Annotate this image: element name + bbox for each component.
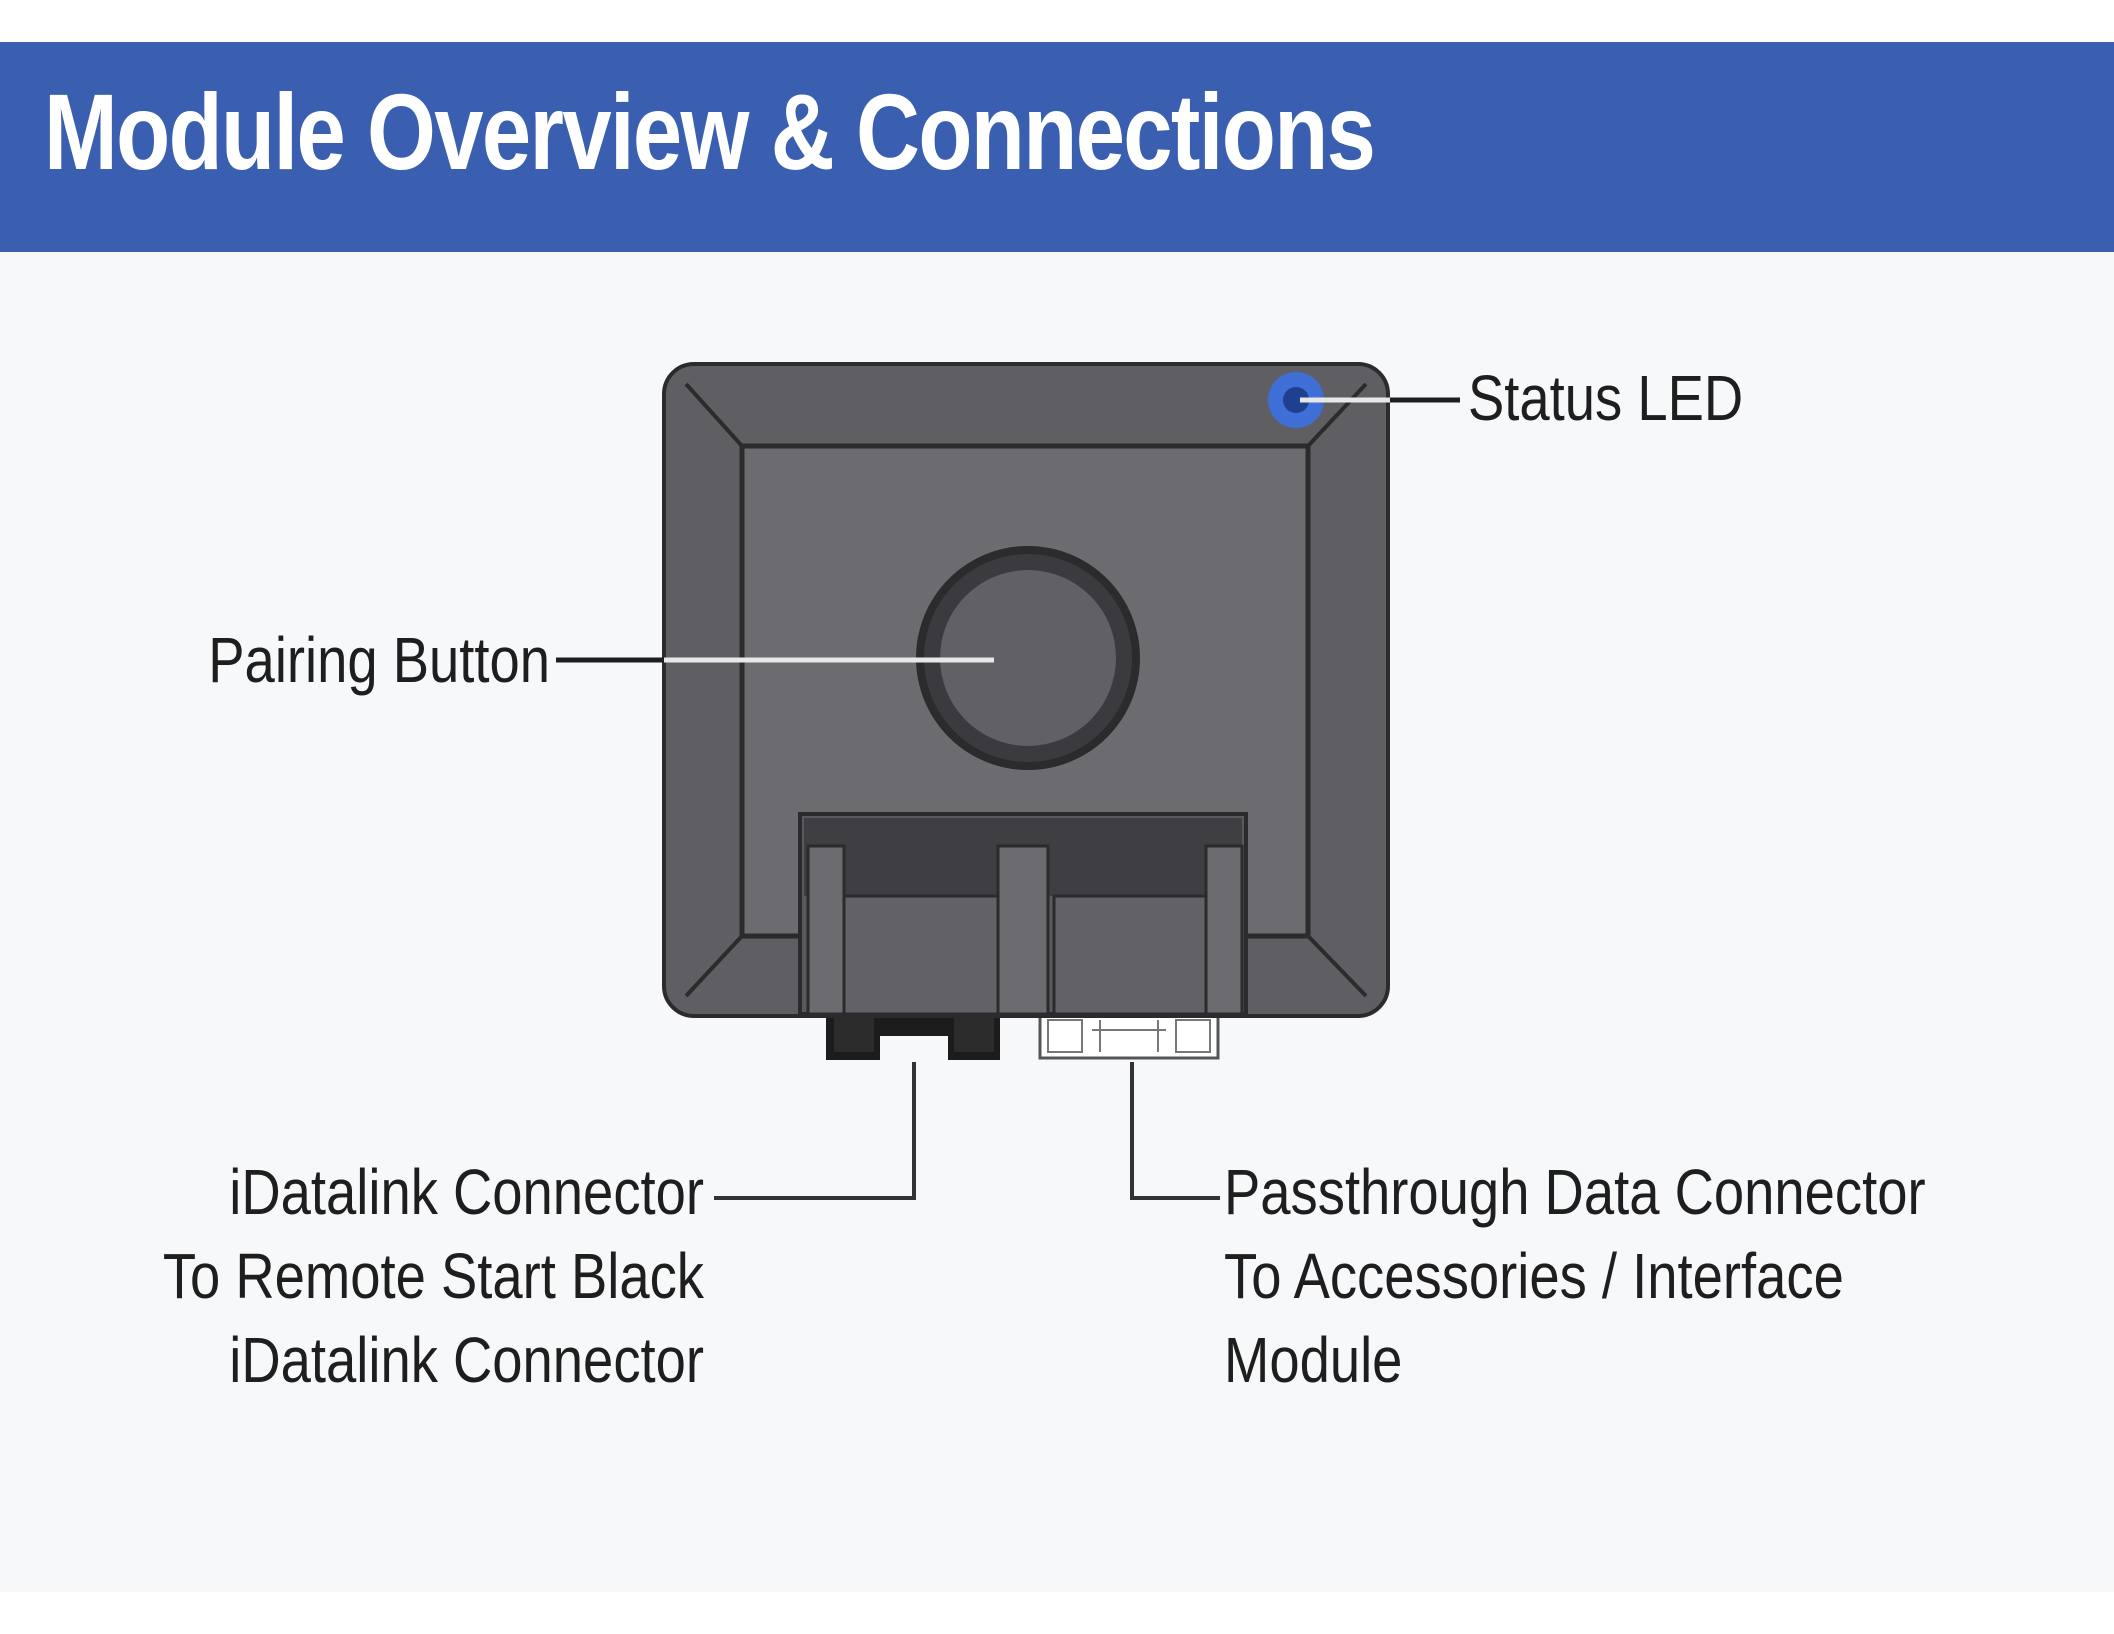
passthrough-leader bbox=[1132, 1062, 1220, 1198]
bottom-margin bbox=[0, 1592, 2114, 1634]
connector-recess bbox=[800, 814, 1246, 1014]
passthrough-connector-plug bbox=[1040, 1012, 1218, 1058]
status-led-label: Status LED bbox=[1468, 356, 1792, 440]
pairing-button-label: Pairing Button bbox=[120, 618, 550, 702]
passthrough-connector-label: Passthrough Data Connector To Accessorie… bbox=[1224, 1150, 2049, 1402]
idatalink-connector-label: iDatalink Connector To Remote Start Blac… bbox=[60, 1150, 704, 1402]
idatalink-leader bbox=[714, 1062, 914, 1198]
